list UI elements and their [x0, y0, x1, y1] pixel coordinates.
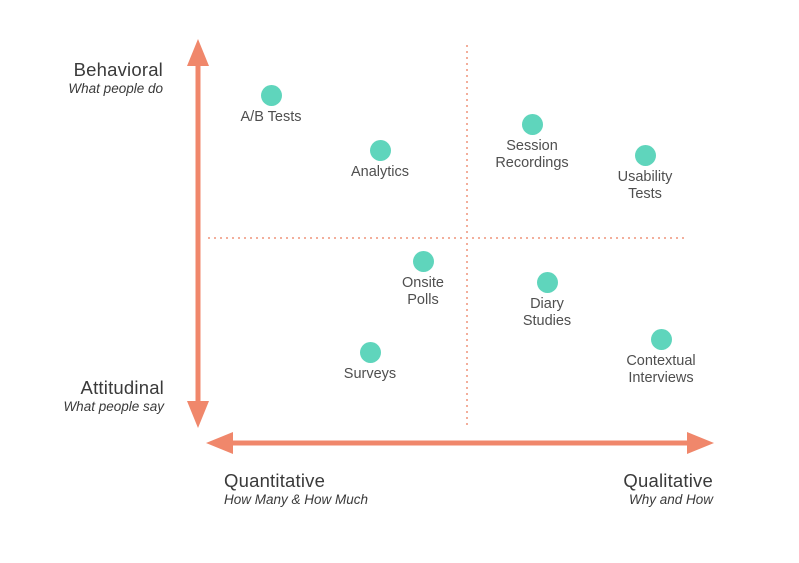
- dot-icon: [359, 342, 381, 363]
- point-label: Contextual Interviews: [626, 353, 696, 386]
- vertical-dotted-midline: [466, 45, 468, 428]
- arrow-up-icon: [187, 39, 209, 66]
- arrow-down-icon: [187, 401, 209, 428]
- y-axis-top-label: Behavioral What people do: [68, 59, 163, 98]
- point-contextual-interviews: Contextual Interviews: [601, 329, 721, 386]
- point-usability-tests: Usability Tests: [585, 145, 705, 202]
- attitudinal-subtitle: What people say: [63, 399, 164, 415]
- dot-icon: [521, 114, 543, 135]
- dot-icon: [412, 251, 434, 272]
- arrow-left-icon: [206, 432, 233, 454]
- dot-icon: [634, 145, 656, 166]
- point-session-recordings: Session Recordings: [472, 114, 592, 171]
- point-onsite-polls: Onsite Polls: [363, 251, 483, 308]
- x-axis-right-label: Qualitative Why and How: [623, 470, 713, 509]
- qualitative-subtitle: Why and How: [628, 492, 713, 508]
- behavioral-subtitle: What people do: [68, 81, 163, 97]
- x-axis-arrow: [206, 432, 714, 454]
- dot-icon: [536, 272, 558, 293]
- point-surveys: Surveys: [310, 342, 430, 383]
- y-axis-arrow: [187, 39, 209, 428]
- behavioral-title: Behavioral: [73, 59, 163, 80]
- point-label: Onsite Polls: [402, 275, 444, 308]
- point-analytics: Analytics: [320, 140, 440, 181]
- quantitative-title: Quantitative: [224, 470, 326, 491]
- point-label: Usability Tests: [617, 169, 673, 202]
- arrow-right-icon: [687, 432, 714, 454]
- horizontal-dotted-midline: [208, 237, 686, 239]
- quantitative-subtitle: How Many & How Much: [224, 492, 369, 508]
- point-label: Analytics: [350, 164, 410, 180]
- point-label: Surveys: [343, 366, 397, 382]
- dot-icon: [369, 140, 391, 161]
- point-label: Diary Studies: [522, 296, 572, 329]
- point-ab-tests: A/B Tests: [211, 85, 331, 126]
- point-diary-studies: Diary Studies: [487, 272, 607, 329]
- dot-icon: [650, 329, 672, 350]
- y-axis-bottom-label: Attitudinal What people say: [63, 377, 164, 416]
- dot-icon: [260, 85, 282, 106]
- point-label: A/B Tests: [240, 109, 302, 125]
- x-axis-left-label: Quantitative How Many & How Much: [224, 470, 368, 509]
- point-label: Session Recordings: [495, 138, 569, 171]
- attitudinal-title: Attitudinal: [80, 377, 164, 398]
- qualitative-title: Qualitative: [623, 470, 713, 491]
